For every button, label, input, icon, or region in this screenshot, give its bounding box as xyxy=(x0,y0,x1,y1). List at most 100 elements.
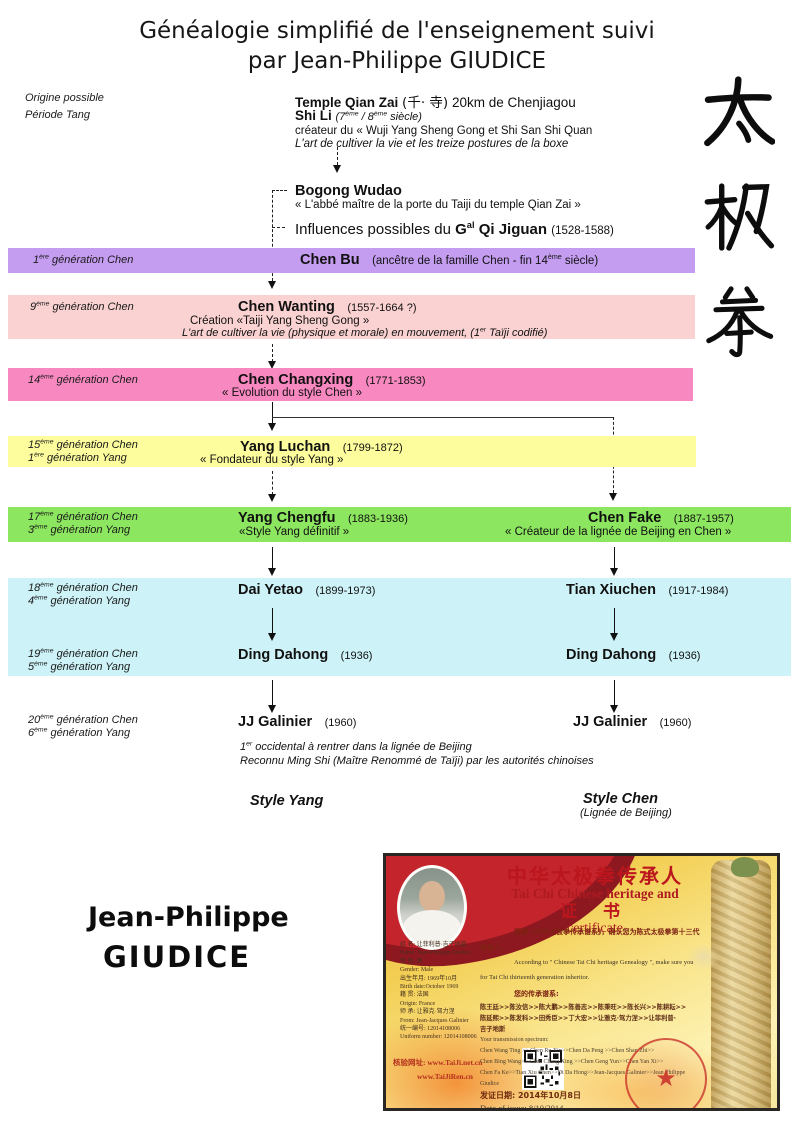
cert-info-line: Origin: France xyxy=(400,1000,436,1007)
node-chen-fake: Chen Fake (1887-1957) xyxy=(588,509,734,527)
node-chen-wanting: Chen Wanting (1557-1664 ?) xyxy=(238,298,416,316)
band-generation-14 xyxy=(8,368,693,401)
style-chen-label: Style Chen xyxy=(583,791,658,807)
gen-label-15-yang: 1ère génération Yang xyxy=(28,451,127,464)
cert-chain-label-en: Your transmission spectrum: xyxy=(480,1037,549,1043)
yang-luchan-dates: (1799-1872) xyxy=(342,442,403,454)
chen-changxing-dates: (1771-1853) xyxy=(365,375,426,387)
cert-info-line: From: Jean-Jacques Galinier xyxy=(400,1017,469,1024)
arrow-fake-to-tian xyxy=(614,547,615,568)
node-temple-qian-zai: Temple Qian Zai (千· 寺) 20km de Chenjiago… xyxy=(295,91,576,111)
gen-label-18-chen: 18ème génération Chen xyxy=(28,581,138,594)
cert-body-en1: According to " Chinese Tai Chi heritage … xyxy=(514,959,694,966)
gen-label-18: 18ème génération Chen 4ème génération Ya… xyxy=(28,581,138,608)
portrait-head xyxy=(419,881,445,912)
cert-chain-cn3: 吉子地斯 xyxy=(480,1026,506,1033)
tian-xiuchen-dates: (1917-1984) xyxy=(668,585,729,597)
cert-info-line: Birth date:October 1969 xyxy=(400,984,459,991)
origin-line2: Période Tang xyxy=(25,109,91,121)
cert-chain-en4: Giudice xyxy=(480,1081,499,1087)
certificate-verify-urls: 核验网址: www.TaiJi.net.cn www.TaiJiRen.cn xyxy=(393,1056,513,1084)
verify-url-2: www.TaiJiRen.cn xyxy=(417,1072,473,1081)
ding-dahong-right-dates: (1936) xyxy=(668,650,701,662)
node-jj-galinier-left: JJ Galinier (1960) xyxy=(238,713,356,731)
gen-label-18-yang: 4ème génération Yang xyxy=(28,594,131,607)
cert-chain-en3: Chen Fa Ke>>Tian Xiu Chen>>Di Da Hong>>J… xyxy=(480,1070,686,1076)
gen-label-20: 20ème génération Chen 6ème génération Ya… xyxy=(28,713,138,740)
band-generation-1 xyxy=(8,248,695,273)
cert-info-line: 师 承: 让雅克·驾力涅 xyxy=(400,1009,455,1016)
node-yang-luchan: Yang Luchan (1799-1872) xyxy=(240,438,403,456)
arrow-dai-to-ding xyxy=(272,608,273,633)
node-chen-bu: Chen Bu (ancêtre de la famille Chen - fi… xyxy=(300,251,598,269)
gen-label-15: 15ème génération Chen 1ère génération Ya… xyxy=(28,438,138,465)
certificate-subtitle-cn: 证 书 xyxy=(560,902,630,922)
temple-line3: créateur du « Wuji Yang Sheng Gong et Sh… xyxy=(295,125,593,137)
arrowhead xyxy=(268,423,276,431)
arrowhead xyxy=(268,281,276,289)
cert-info-line: 统一编号: 12014108006 xyxy=(400,1026,461,1033)
node-chen-changxing: Chen Changxing (1771-1853) xyxy=(238,371,426,389)
arrow-temple-to-bogong xyxy=(337,147,338,165)
cert-body-cn1: 根据《中华太极拳传承谱系》，确认您为陈式太极拳第十三代 xyxy=(514,928,700,936)
cert-body-cn2: 传承人。 xyxy=(480,944,508,952)
page-title: Généalogie simplifié de l'enseignement s… xyxy=(0,16,794,76)
arrowhead xyxy=(268,494,276,502)
band-generation-15 xyxy=(8,436,696,467)
node-tian-xiuchen: Tian Xiuchen (1917-1984) xyxy=(566,581,728,599)
node-bogong-wudao: Bogong Wudao xyxy=(295,182,402,200)
arrow-tian-to-ding xyxy=(614,608,615,633)
style-chen-sub-label: (Lignée de Beijing) xyxy=(580,807,672,819)
gen-label-17-yang: 3ème génération Yang xyxy=(28,523,131,536)
chen-fake-dates: (1887-1957) xyxy=(673,513,734,525)
cert-info-line: Name: Jean-Philippe Giudice xyxy=(400,950,471,957)
arrowhead xyxy=(268,633,276,641)
gen-label-19-yang: 5ème génération Yang xyxy=(28,660,131,673)
certificate: 中华太极拳传承人 Tai Chi Chinese heritage and 证 … xyxy=(383,853,780,1111)
arrowhead xyxy=(268,705,276,713)
gen-label-19-chen: 19ème génération Chen xyxy=(28,647,138,660)
arrowhead xyxy=(609,493,617,501)
origin-label: Origine possible Période Tang xyxy=(25,92,104,122)
yang-luchan-name: Yang Luchan xyxy=(240,439,331,455)
chen-wanting-line3: L'art de cultiver la vie (physique et mo… xyxy=(182,326,548,339)
gen-label-17-chen: 17ème génération Chen xyxy=(28,510,138,523)
cert-chain-label-cn: 您的传承谱系: xyxy=(514,990,559,998)
chen-wanting-dates: (1557-1664 ?) xyxy=(347,302,417,314)
dai-yetao-name: Dai Yetao xyxy=(238,582,304,598)
cert-info-line: 籍 贯: 法国 xyxy=(400,992,429,999)
jj-galinier-right-name: JJ Galinier xyxy=(573,714,648,730)
gen-label-9: 9ème génération Chen xyxy=(30,300,134,313)
tian-xiuchen-name: Tian Xiuchen xyxy=(566,582,656,598)
arrowhead xyxy=(610,633,618,641)
signature-firstname: Jean-Philippe xyxy=(88,902,289,933)
node-jj-galinier-right: JJ Galinier (1960) xyxy=(573,713,691,731)
connector-tick-influences xyxy=(272,227,285,228)
cert-date-cn: 发证日期: 2014年10月8日 xyxy=(480,1091,581,1100)
temple-line4: L'art de cultiver la vie et les treize p… xyxy=(295,138,569,150)
connector-bracket-line xyxy=(272,190,273,281)
gen-label-20-yang: 6ème génération Yang xyxy=(28,726,131,739)
node-influences: Influences possibles du Gal Qi Jiguan (1… xyxy=(295,220,614,238)
certificate-info-block: 姓 名: 让菲利普·吉子地斯 Name: Jean-Philippe Giudic… xyxy=(400,941,510,1042)
chen-wanting-name: Chen Wanting xyxy=(238,299,335,315)
cert-info-line: Gender: Male xyxy=(400,967,434,974)
ding-dahong-right-name: Ding Dahong xyxy=(566,647,657,663)
chen-wanting-line2: Création «Taiji Yang Sheng Gong » xyxy=(190,315,370,327)
gen-label-17: 17ème génération Chen 3ème génération Ya… xyxy=(28,510,138,537)
cert-chain-en1: Chen Wang Ting >> Chen Ru Xin>>Chen Da P… xyxy=(480,1048,655,1054)
cert-info-line: 姓 名: 让菲利普·吉子地斯 xyxy=(400,942,467,948)
taiji-character-icon: 太 xyxy=(703,76,775,148)
node-dai-yetao: Dai Yetao (1899-1973) xyxy=(238,581,375,599)
seal-star-icon: ★ xyxy=(655,1066,677,1092)
influences-name: Gal Qi Jiguan xyxy=(455,220,548,238)
qr-code xyxy=(522,1048,564,1090)
node-ding-dahong-left: Ding Dahong (1936) xyxy=(238,646,372,664)
quan-character-icon: 拳 xyxy=(703,286,775,358)
red-seal-stamp: ★ xyxy=(625,1038,707,1108)
dai-yetao-dates: (1899-1973) xyxy=(315,585,376,597)
chen-changxing-line2: « Evolution du style Chen » xyxy=(222,387,363,399)
cert-info-line: 性 别: 男 xyxy=(400,958,423,965)
arrow-luchan-to-chengfu xyxy=(272,471,273,495)
